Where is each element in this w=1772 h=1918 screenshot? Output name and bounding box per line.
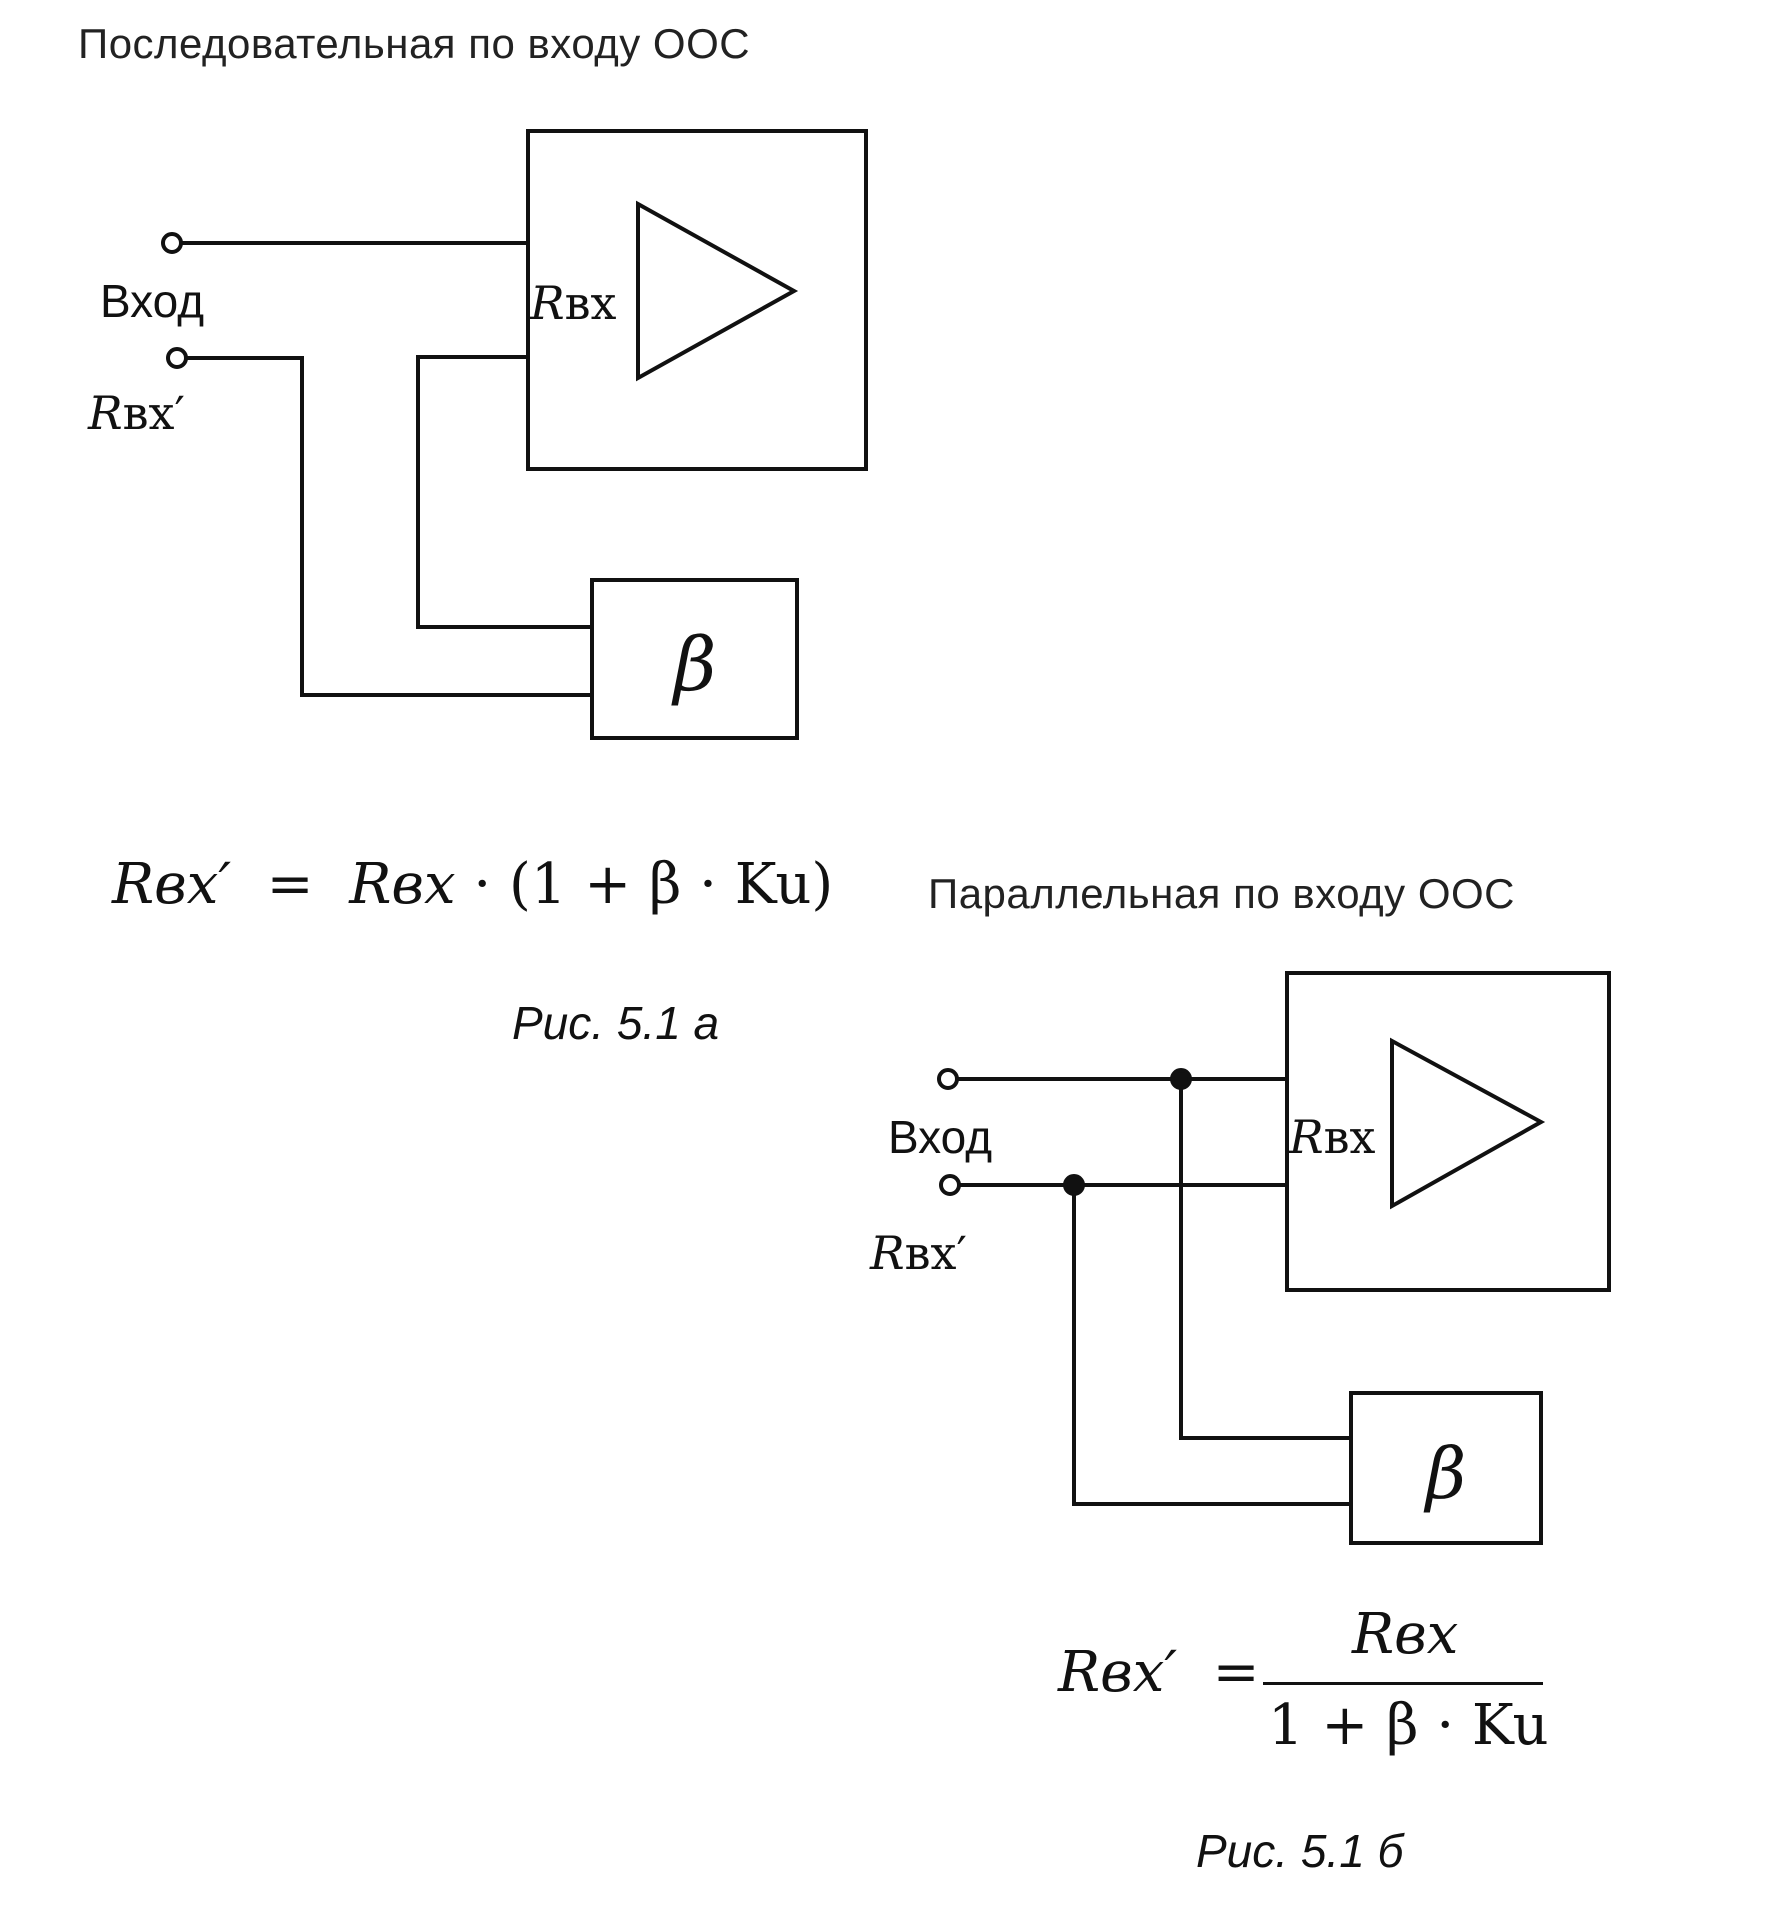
diagram-b-terminal-top-icon — [937, 1068, 959, 1090]
diagram-a-rin-prime-symbol: R — [88, 386, 123, 440]
diagram-b-junction-bottom-icon — [1063, 1174, 1085, 1196]
diagram-a-formula-lhs: Rвх′ — [112, 852, 232, 917]
diagram-a-amplifier-triangle-icon — [636, 200, 799, 382]
diagram-a-beta-box — [590, 578, 799, 740]
diagram-a-rin-prime-subscript: вх — [122, 386, 175, 440]
diagram-b-title: Параллельная по входу ООС — [928, 870, 1515, 917]
diagram-b-caption: Рис. 5.1 б — [1196, 1825, 1404, 1877]
diagram-a-formula: Rвх′ = Rвх · (1 + β · Ku) — [112, 852, 833, 917]
diagram-b-rin-prime-subscript: вх — [904, 1226, 957, 1280]
diagram-b-terminal-bottom-icon — [939, 1174, 961, 1196]
diagram-b-numerator-text: Rвх — [1352, 1602, 1459, 1667]
diagram-b-input-label: Вход — [888, 1111, 993, 1163]
diagram-b-beta-label: β — [1423, 1433, 1466, 1515]
diagram-b-formula-denominator: 1 + β · Ku — [1268, 1693, 1549, 1758]
diagram-a-rin-label: Rвх — [530, 276, 616, 330]
diagram-b-rin-prime-label: Rвх′ — [870, 1226, 967, 1280]
diagram-b-rin-prime-mark: ′ — [956, 1226, 967, 1280]
diagram-b-rin-prime-symbol: R — [870, 1226, 905, 1280]
diagram-b-formula-numerator: Rвх — [1352, 1602, 1458, 1667]
diagram-a-input-label: Вход — [100, 275, 205, 327]
diagram-b-rin-symbol: R — [1289, 1110, 1324, 1164]
diagram-a-rin-prime-label: Rвх′ — [88, 386, 185, 440]
diagram-b-fraction-bar — [1263, 1682, 1543, 1685]
diagram-b-formula-equals: = — [1194, 1640, 1260, 1705]
diagram-b-feedback-wire-top — [1179, 1079, 1351, 1440]
diagram-b-beta-box — [1349, 1391, 1543, 1545]
diagram-b-junction-top-icon — [1170, 1068, 1192, 1090]
diagram-a-terminal-bottom-icon — [166, 347, 188, 369]
diagram-a-schematic — [161, 129, 868, 740]
diagram-b-schematic — [937, 971, 1611, 1545]
diagram-b-amplifier-box — [1285, 971, 1611, 1292]
diagram-a-formula-equals: = — [248, 852, 332, 917]
diagram-a-amplifier-box — [526, 129, 868, 471]
diagram-b-denominator-text: 1 + β · Ku — [1268, 1693, 1549, 1758]
diagram-a-formula-rhs-r: Rвх — [349, 852, 456, 917]
diagram-a-rin-prime-mark: ′ — [174, 386, 185, 440]
diagram-b-amplifier-triangle-icon — [1390, 1037, 1546, 1210]
diagram-a-input-wire-bottom — [186, 356, 592, 697]
diagram-a-rin-symbol: R — [530, 276, 565, 330]
diagram-a-title: Последовательная по входу ООС — [78, 20, 751, 67]
diagram-b-feedback-wire-bottom — [1072, 1185, 1351, 1506]
diagram-b-rin-label: Rвх — [1289, 1110, 1375, 1164]
diagram-b-rin-subscript: вх — [1323, 1110, 1376, 1164]
diagram-a-feedback-wire — [416, 355, 592, 629]
diagram-a-terminal-top-icon — [161, 232, 183, 254]
diagram-a-caption: Рис. 5.1 а — [512, 997, 720, 1049]
diagram-a-formula-rhs-rest: · (1 + β · Ku) — [473, 852, 834, 917]
diagram-a-beta-label: β — [671, 622, 717, 708]
diagram-b-formula-lhs-group: Rвх′ = — [1058, 1640, 1260, 1705]
diagram-a-rin-subscript: вх — [564, 276, 617, 330]
diagram-b-formula-lhs: Rвх′ — [1058, 1640, 1178, 1705]
